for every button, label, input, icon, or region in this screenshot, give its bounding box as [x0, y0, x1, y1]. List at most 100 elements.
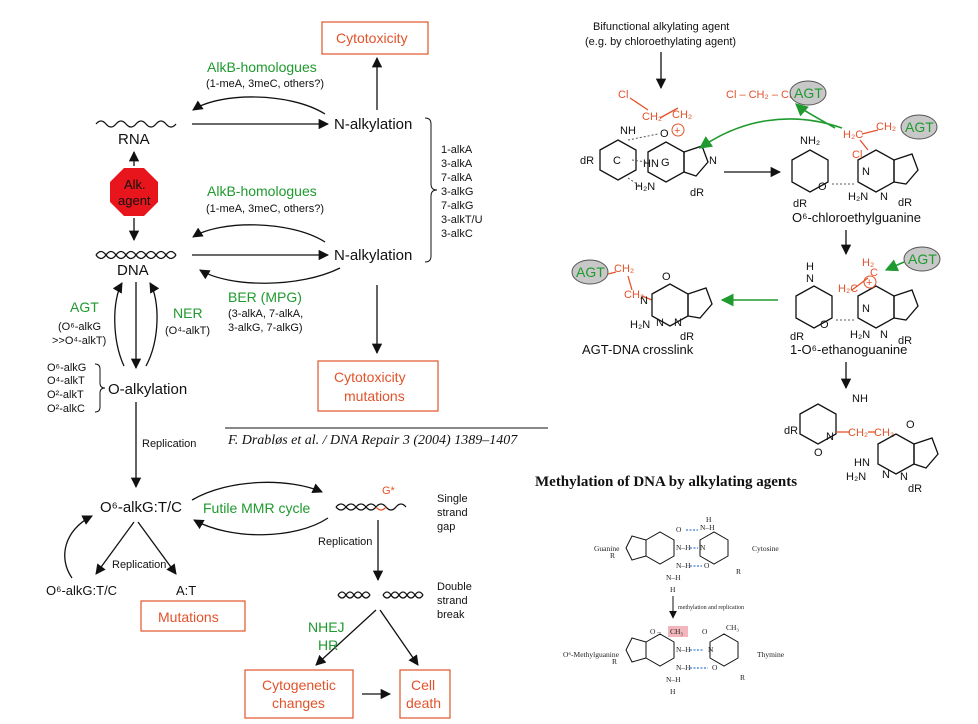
svg-text:N–H: N–H [666, 675, 681, 684]
mutations: Mutations [158, 609, 219, 625]
svg-text:dR: dR [793, 198, 807, 210]
svg-text:O: O [704, 561, 710, 570]
svg-text:N–H: N–H [676, 561, 691, 570]
c-g-base-pair: C G NH O HN H₂N dR dR N [580, 125, 717, 199]
alkb-top-sub: (1-meA, 3meC, others?) [206, 78, 324, 90]
svg-text:N–H: N–H [666, 573, 681, 582]
n-alk-item: 7-alkA [441, 172, 473, 184]
n-alkylation-top: N-alkylation [334, 116, 412, 133]
cytotox-mutations-box [317, 360, 439, 412]
agt-sub-1: (O⁶-alkG [58, 321, 101, 333]
n-alk-item: 7-alkG [441, 200, 473, 212]
ch3-label: CH₃ [670, 627, 683, 636]
svg-text:dR: dR [784, 425, 798, 437]
arrow-mmr-forward [191, 481, 323, 501]
arrow-to-o6-alkg-tc-2 [95, 521, 135, 575]
alkb-mid-sub: (1-meA, 3meC, others?) [206, 203, 324, 215]
agt-ethano: AGT [908, 251, 937, 267]
svg-text:H: H [670, 687, 676, 696]
ethanoguanine-structure: H N O dR N N dR H₂N H₂C + H₂ C [790, 257, 919, 347]
n-alk-brace [424, 117, 438, 263]
o-alkylation: O-alkylation [108, 381, 187, 398]
double-strand-break-3: break [437, 609, 465, 621]
agt-title: AGT [70, 299, 99, 315]
ber-title: BER (MPG) [228, 289, 302, 305]
green-arrow-agt-transfer [698, 118, 843, 149]
n-alk-item: 1-alkA [441, 144, 473, 156]
replication-3: Replication [112, 559, 166, 571]
svg-text:N–H: N–H [700, 523, 715, 532]
ner-title: NER [173, 305, 203, 321]
interstrand-crosslink-structure: NH dR O N CH₂ CH₂ O HN H₂N N N dR [784, 393, 939, 495]
agent-label-line2: agent [118, 193, 151, 208]
agt-sub-2: >>O⁴-alkT) [52, 335, 106, 347]
svg-text:N: N [862, 303, 870, 315]
svg-text:G: G [661, 157, 670, 169]
svg-text:+: + [866, 277, 872, 289]
svg-text:Cl: Cl [618, 89, 628, 101]
green-arrow-agt-attack [884, 259, 905, 272]
svg-text:CH₂: CH₂ [614, 263, 634, 275]
cytogenetic-changes-1: Cytogenetic [262, 677, 336, 693]
svg-text:N–H: N–H [676, 543, 691, 552]
svg-text:CH₃: CH₃ [726, 623, 739, 632]
left-pathway-panel: RNA DNA Alk. agent Cytotoxicity AlkB-hom… [46, 21, 548, 719]
agt-right: AGT [905, 119, 934, 135]
svg-text:H: H [806, 261, 814, 273]
o-alk-item: O⁴-alkT [47, 375, 85, 387]
svg-text:O: O [820, 319, 829, 331]
svg-text:R: R [610, 551, 615, 560]
n-alk-item: 3-alkG [441, 186, 473, 198]
arrow-to-cell-death [379, 609, 419, 666]
svg-text:N–H: N–H [676, 645, 691, 654]
svg-text:Cl: Cl [852, 149, 862, 161]
svg-text:O: O [814, 447, 823, 459]
chloroethyl-chain: Cl CH₂ CH₂ + [618, 89, 692, 137]
cytotoxicity-top-box [321, 21, 429, 55]
svg-text:O: O [660, 128, 669, 140]
svg-text:N: N [862, 166, 870, 178]
agt-dna-crosslink: AGT-DNA crosslink [582, 342, 694, 357]
o6-methylguanine-label: O⁶-Methylguanine [563, 650, 620, 659]
svg-text:O: O [662, 271, 671, 283]
cell-death-2: death [406, 695, 441, 711]
svg-text:NH: NH [620, 125, 636, 137]
methylation-figure: Guanine Cytosine O N–H N–H H N–H N O R R… [563, 515, 785, 696]
chloroethylguanine-structure: NH₂ O dR N N dR H₂N H₂C CH₂ Cl [791, 121, 919, 210]
svg-text:N: N [880, 191, 888, 203]
svg-text:N: N [880, 329, 888, 341]
methylation-title: Methylation of DNA by alkylating agents [535, 474, 797, 490]
svg-text:NH: NH [852, 393, 868, 405]
alkylating-agent-stop-sign [110, 168, 158, 216]
dna-helix [95, 250, 177, 260]
svg-text:H₂: H₂ [862, 257, 874, 269]
g-star: G* [382, 485, 396, 497]
svg-text:R: R [740, 673, 745, 682]
a-t: A:T [176, 583, 196, 598]
citation: F. Drabløs et al. / DNA Repair 3 (2004) … [227, 433, 518, 448]
cytotox-mutations-2: mutations [344, 388, 405, 404]
double-strand-break-dna [337, 591, 424, 599]
svg-text:H₂C: H₂C [843, 129, 863, 141]
n-alk-item: 3-alkT/U [441, 214, 483, 226]
single-strand-gap-dna [335, 503, 407, 511]
arrow-ber-repair [199, 267, 341, 284]
thymine-label: Thymine [757, 650, 785, 659]
svg-text:O –: O – [650, 627, 661, 636]
ner-sub: (O⁴-alkT) [165, 325, 210, 337]
svg-text:N: N [826, 431, 834, 443]
svg-text:H₂N: H₂N [630, 319, 650, 331]
svg-text:CH₂: CH₂ [642, 111, 662, 123]
svg-text:dR: dR [690, 187, 704, 199]
o-alk-item: O⁶-alkG [47, 362, 86, 374]
svg-text:CH₂: CH₂ [874, 427, 894, 439]
single-strand-gap-3: gap [437, 521, 455, 533]
single-strand-gap-2: strand [437, 507, 468, 519]
double-strand-break-1: Double [437, 581, 472, 593]
ber-sub-2: 3-alkG, 7-alkG) [228, 322, 303, 334]
agt-crosslink: AGT [576, 264, 605, 280]
o-alk-brace [94, 363, 106, 413]
arrow-to-a-t [137, 521, 177, 575]
n-alk-list: 1-alkA 3-alkA 7-alkA 3-alkG 7-alkG 3-alk… [441, 144, 483, 240]
